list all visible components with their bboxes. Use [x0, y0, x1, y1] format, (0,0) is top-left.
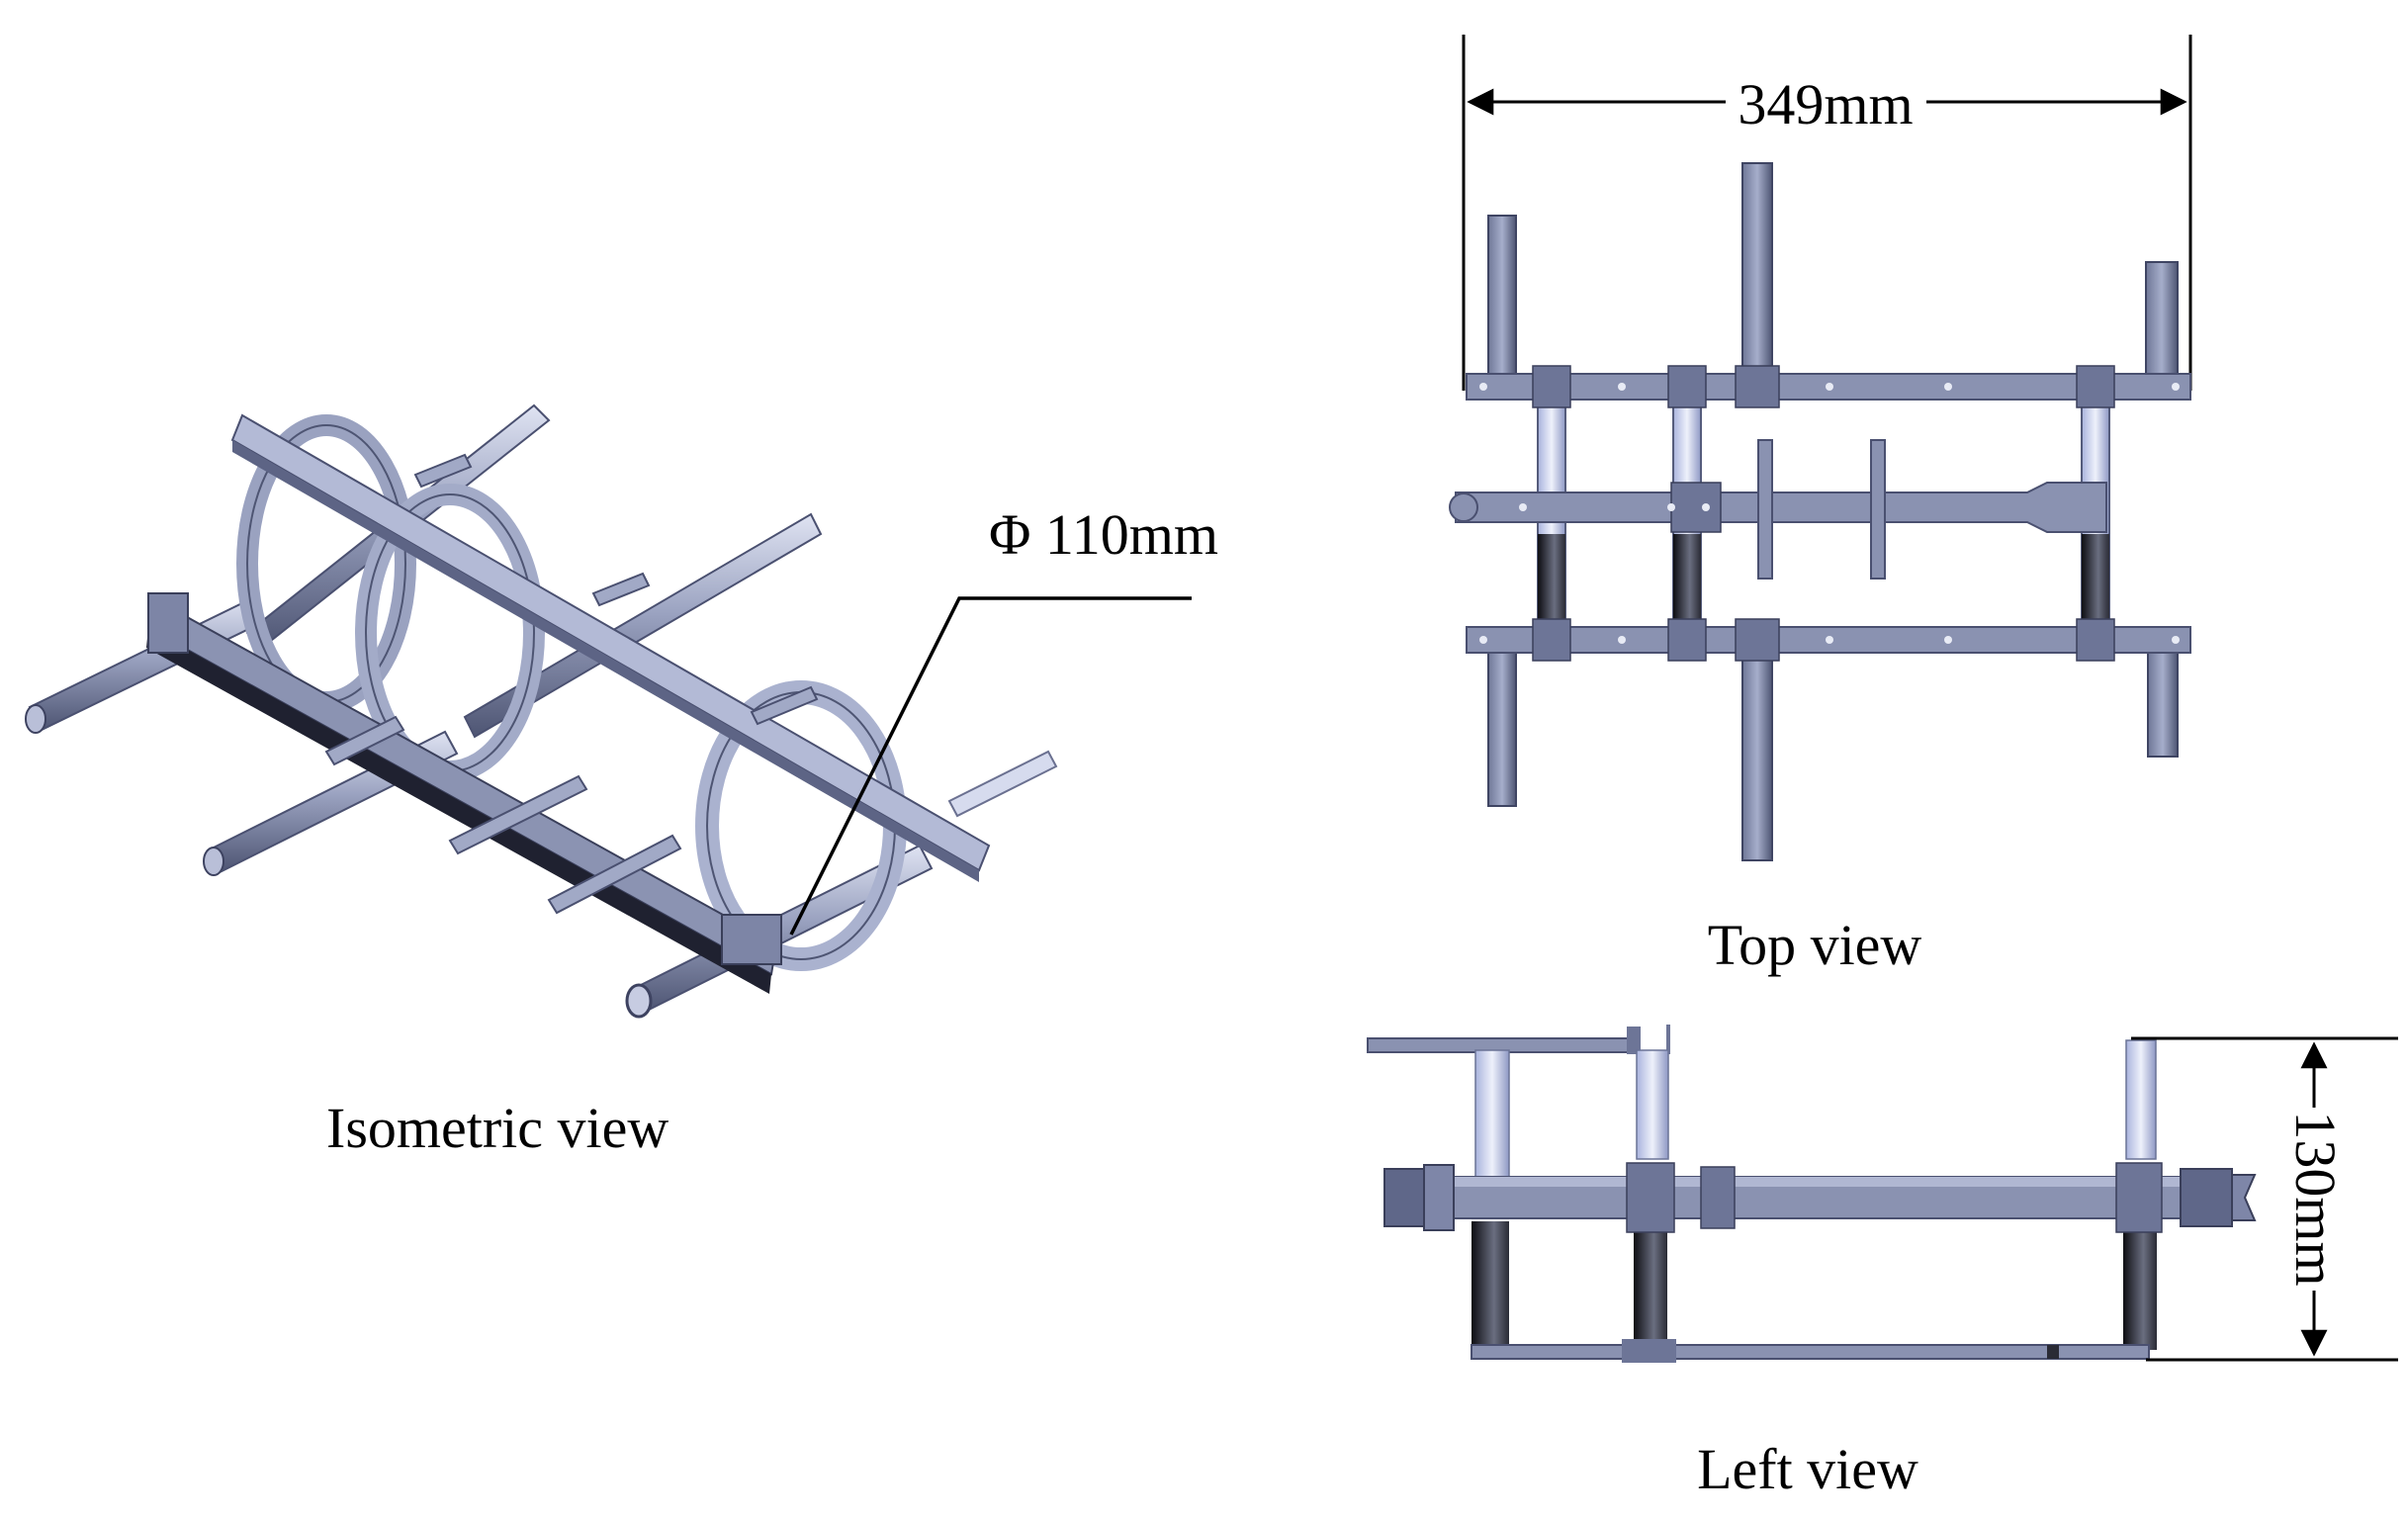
left-end-block-right [2180, 1168, 2233, 1227]
left-straps [1472, 1039, 2157, 1355]
left-bottom-clamp [1622, 1339, 1676, 1363]
left-top-plate-tab [1627, 1027, 1641, 1054]
top-bolt-holes [1479, 383, 2180, 644]
top-view: 349mm [1449, 35, 2192, 977]
left-end-block-left [1383, 1168, 1425, 1227]
left-end-clevis [2231, 1174, 2257, 1221]
iso-lower-rail [146, 592, 782, 994]
left-clamps [1626, 1162, 2163, 1233]
left-view-caption: Left view [1697, 1437, 1918, 1501]
left-bottom-mark [2047, 1345, 2059, 1359]
isometric-view: Φ 110mm Isometric view [25, 403, 1218, 1160]
height-dimension-label: 130mm [2283, 1111, 2348, 1286]
isometric-view-caption: Isometric view [326, 1096, 669, 1160]
left-top-plate-pin [1666, 1025, 1670, 1054]
left-main-bar-highlight [1389, 1177, 2230, 1187]
top-view-caption: Top view [1708, 913, 1922, 977]
iso-upper-rail [230, 413, 991, 882]
top-clamps [1532, 365, 2115, 662]
diameter-leader-line [789, 596, 1192, 936]
width-dimension-label: 349mm [1738, 72, 1913, 136]
diameter-label: Φ 110mm [989, 502, 1218, 567]
left-end-block-left-inner [1423, 1164, 1455, 1231]
left-view: 130mm Left view [1367, 1025, 2398, 1501]
iso-brackets [324, 453, 819, 915]
